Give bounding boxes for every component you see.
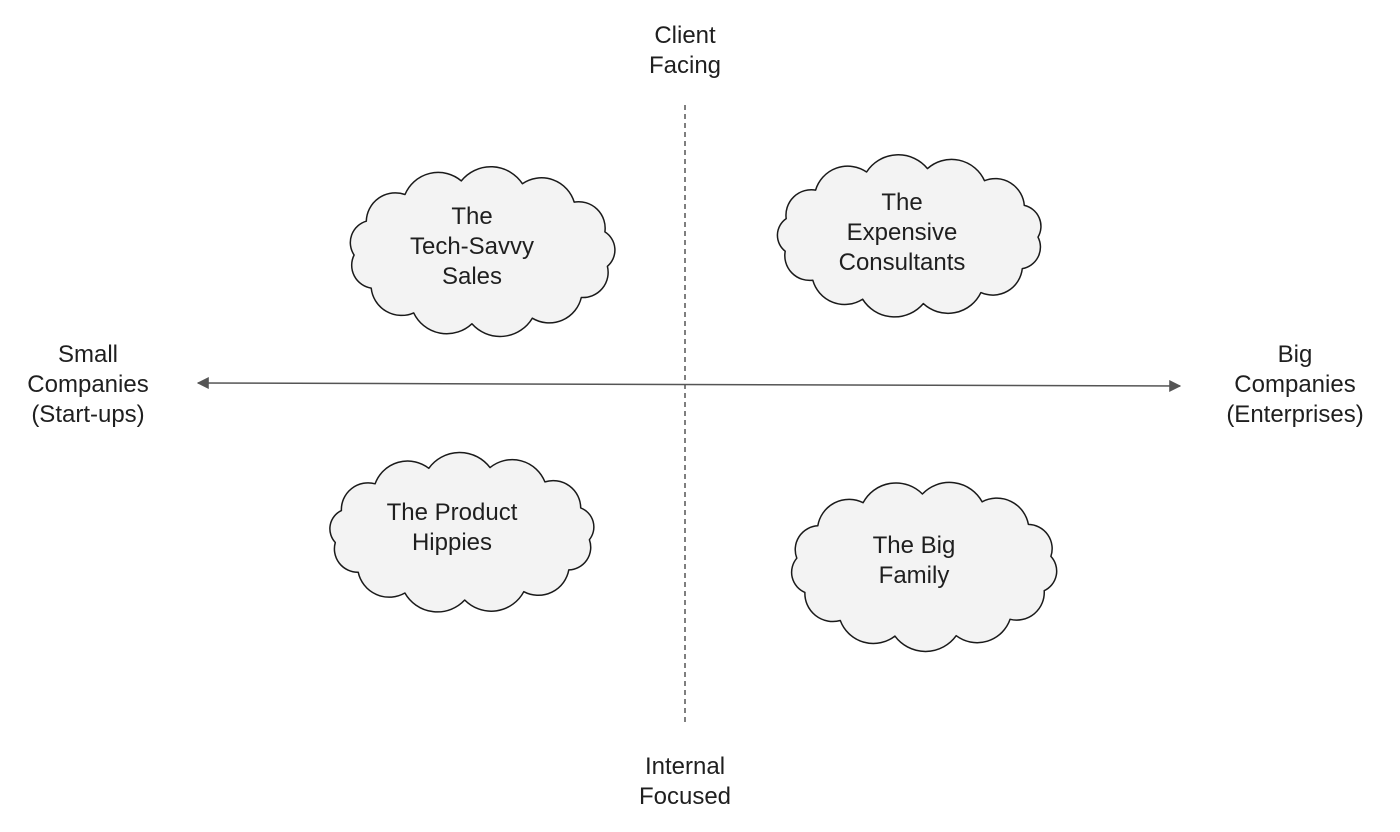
axis-label-right-line-2: Companies bbox=[1234, 371, 1356, 398]
cloud-expensive-consultants bbox=[776, 154, 1042, 318]
quadrant-label-top-left: The Tech-Savvy Sales bbox=[410, 202, 534, 292]
horizontal-axis-arrow bbox=[196, 377, 1182, 392]
axis-label-left-line-1: Small bbox=[57, 341, 118, 368]
quadrant-top-right-line-2: Expensive bbox=[846, 219, 958, 246]
quadrant-label-bottom-right: The Big Family bbox=[873, 531, 956, 591]
quadrant-top-left-line-1: The bbox=[451, 203, 493, 230]
quadrant-top-left-line-2: Tech-Savvy bbox=[409, 233, 535, 260]
quadrant-label-top-right: The Expensive Consultants bbox=[839, 188, 966, 278]
quadrant-bottom-left-line-2: Hippies bbox=[411, 529, 493, 556]
quadrant-label-bottom-left: The Product Hippies bbox=[387, 498, 518, 558]
cloud-br-shape bbox=[790, 481, 1058, 653]
axis-label-left: Small Companies (Start-ups) bbox=[27, 340, 148, 430]
axis-label-left-line-3: (Start-ups) bbox=[31, 401, 145, 428]
axis-label-left-line-2: Companies bbox=[27, 371, 149, 398]
axis-label-top-line-2: Facing bbox=[648, 52, 722, 79]
axis-label-right-line-3: (Enterprises) bbox=[1226, 401, 1364, 428]
quadrant-top-left-line-3: Sales bbox=[441, 263, 503, 290]
quadrant-top-right-line-3: Consultants bbox=[838, 249, 966, 276]
axis-label-top: Client Facing bbox=[649, 21, 721, 81]
cloud-tl-shape bbox=[349, 166, 616, 338]
cloud-product-hippies bbox=[329, 451, 595, 613]
quadrant-bottom-right-line-2: Family bbox=[878, 562, 950, 589]
quadrant-top-right-line-1: The bbox=[881, 189, 923, 216]
quadrant-bottom-right-line-1: The Big bbox=[872, 532, 956, 559]
axis-label-top-line-1: Client bbox=[654, 22, 716, 49]
cloud-big-family bbox=[790, 481, 1058, 653]
cloud-tr-shape bbox=[776, 154, 1042, 318]
axis-label-bottom-line-2: Focused bbox=[638, 783, 732, 810]
quadrant-bottom-left-line-1: The Product bbox=[386, 499, 518, 526]
axis-label-bottom: Internal Focused bbox=[639, 752, 731, 812]
cloud-bl-shape bbox=[329, 451, 595, 613]
axis-label-bottom-line-1: Internal bbox=[644, 753, 726, 780]
axis-label-right-line-1: Big bbox=[1277, 341, 1313, 368]
axis-label-right: Big Companies (Enterprises) bbox=[1226, 340, 1363, 430]
cloud-tech-savvy-sales bbox=[349, 166, 616, 338]
